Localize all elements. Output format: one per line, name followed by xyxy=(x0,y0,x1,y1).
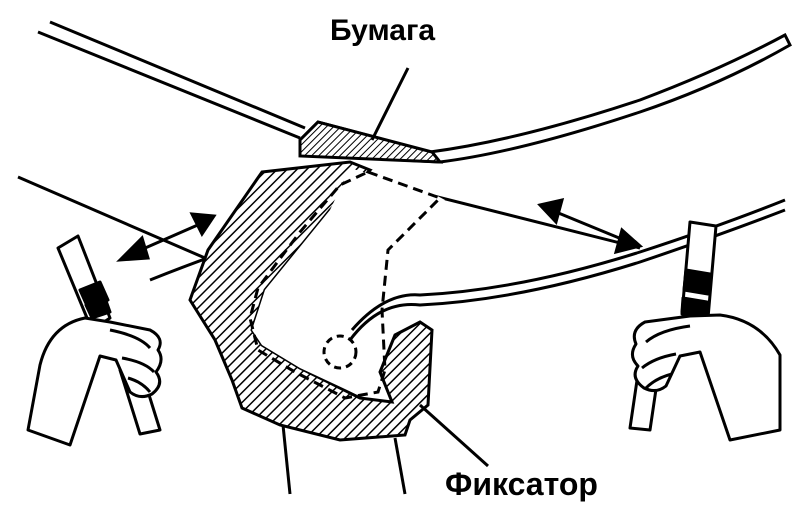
glass-edge-lines xyxy=(17,20,306,260)
mirror-inner-area xyxy=(252,168,445,396)
hand-icon xyxy=(26,316,163,447)
leader-paper xyxy=(370,67,410,141)
paper-strip-hatch xyxy=(298,120,444,164)
label-paper: Бумага xyxy=(330,14,436,47)
right-hand-tool xyxy=(628,220,782,442)
leader-retainer xyxy=(418,403,490,468)
bottom-lines xyxy=(281,424,407,495)
double-arrow-icon xyxy=(116,212,217,262)
label-retainer: Фиксатор xyxy=(445,466,598,502)
retainer-circle xyxy=(322,334,358,370)
left-hand-tool xyxy=(26,234,163,447)
double-arrow-icon xyxy=(537,197,644,255)
dashed-outline xyxy=(248,170,443,400)
hand-icon xyxy=(631,313,782,442)
